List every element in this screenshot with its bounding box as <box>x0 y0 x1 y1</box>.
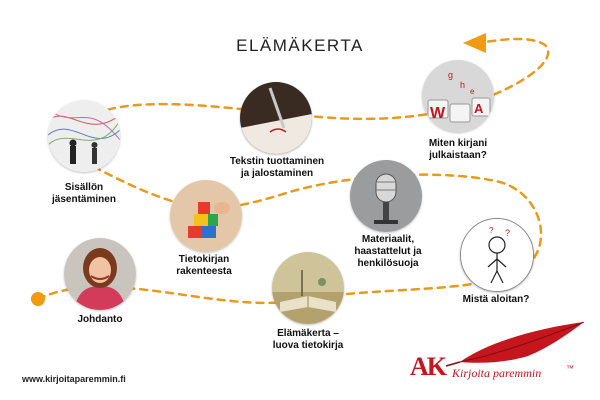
svg-text:A: A <box>474 101 484 116</box>
keyboard-letters-icon: W A g h e <box>422 60 494 132</box>
website-url[interactable]: www.kirjoitaparemmin.fi <box>22 374 126 384</box>
svg-text:h: h <box>460 80 465 90</box>
step-tietokirjan-image <box>170 180 242 252</box>
end-arrow-icon <box>463 33 486 53</box>
brand-logo: AK Kirjoita paremmin ™ <box>408 321 594 388</box>
step-sisallon-label: Sisällön jäsentäminen <box>52 182 116 205</box>
step-tekstin-image <box>240 82 312 154</box>
step-miten-label: Miten kirjani julkaistaan? <box>428 138 488 161</box>
page-title: ELÄMÄKERTA <box>236 36 364 55</box>
step-elamakerta-image <box>272 252 344 324</box>
quill-feather-icon <box>445 321 585 367</box>
step-mista-label: Mistä aloitan? <box>462 294 530 305</box>
step-sisallon-image <box>48 100 120 172</box>
step-materiaalit-label: Materiaalit, haastattelut ja henkilösuoj… <box>354 234 422 269</box>
svg-text:?: ? <box>489 226 494 235</box>
portrait-icon <box>64 238 136 310</box>
step-mista-image: ? ? <box>460 218 534 292</box>
step-elamakerta-label: Elämäkerta – luova tietokirja <box>272 328 344 351</box>
step-tietokirjan-label: Tietokirjan rakenteesta <box>176 254 232 277</box>
journey-dashed-line <box>36 37 550 305</box>
start-dot <box>31 292 45 306</box>
step-johdanto-image <box>64 238 136 310</box>
step-johdanto-label: Johdanto <box>77 314 123 325</box>
svg-text:g: g <box>448 70 453 80</box>
svg-text:W: W <box>430 105 446 122</box>
pen-writing-icon <box>240 82 312 154</box>
svg-text:?: ? <box>505 228 510 238</box>
logo-trademark: ™ <box>566 364 574 373</box>
logo-mark: AK <box>410 352 447 381</box>
step-miten-image: W A g h e <box>422 60 494 132</box>
logo-text: Kirjoita paremmin <box>452 366 542 380</box>
confused-figure-icon: ? ? <box>461 219 533 291</box>
svg-text:e: e <box>470 87 475 96</box>
open-book-icon <box>272 252 344 324</box>
step-materiaalit-image <box>350 160 422 232</box>
step-tekstin-label: Tekstin tuottaminen ja jalostaminen <box>229 156 325 179</box>
microphone-icon <box>350 160 422 232</box>
building-blocks-icon <box>170 180 242 252</box>
tangled-lines-icon <box>48 100 120 172</box>
